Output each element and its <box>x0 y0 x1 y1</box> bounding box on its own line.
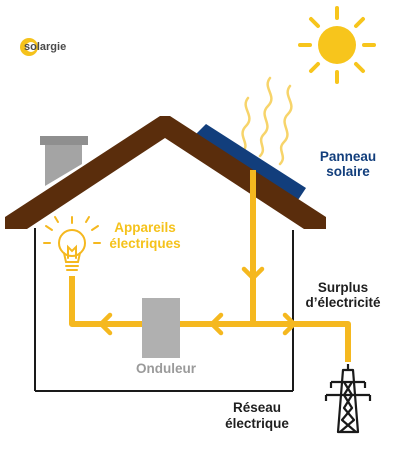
power-pylon-icon <box>324 364 372 434</box>
label-surplus-line2: d’électricité <box>305 295 381 310</box>
label-onduleur: Onduleur <box>136 361 197 376</box>
label-appareils-line2: électriques <box>109 236 180 251</box>
sun-icon <box>298 6 376 84</box>
inverter-box <box>142 298 180 358</box>
label-panneau-line2: solaire <box>326 164 370 179</box>
roof <box>5 116 326 229</box>
arrow-left-1 <box>209 312 224 336</box>
sun-disc <box>318 26 356 64</box>
heat-waves <box>240 76 293 166</box>
chimney <box>40 136 88 186</box>
flow-to-grid <box>253 321 351 362</box>
light-bulb-icon <box>43 216 101 271</box>
label-appareils-line1: Appareils <box>114 220 176 235</box>
flow-to-appliances <box>69 276 142 327</box>
solar-panel <box>196 124 306 200</box>
arrow-down <box>241 266 265 281</box>
label-panneau-line1: Panneau <box>320 149 376 164</box>
label-reseau-line1: Réseau <box>233 400 281 415</box>
logo-sun-inner <box>26 42 36 52</box>
logo-name: solargie <box>24 41 66 53</box>
energy-flow <box>69 170 351 362</box>
solargie-logo: solargie <box>20 38 66 56</box>
label-reseau-line2: électrique <box>225 416 289 431</box>
house-walls <box>34 228 294 392</box>
flow-arrows <box>98 266 297 336</box>
arrow-right <box>282 312 297 336</box>
label-surplus-line1: Surplus <box>318 280 368 295</box>
arrow-left-2 <box>98 312 113 336</box>
